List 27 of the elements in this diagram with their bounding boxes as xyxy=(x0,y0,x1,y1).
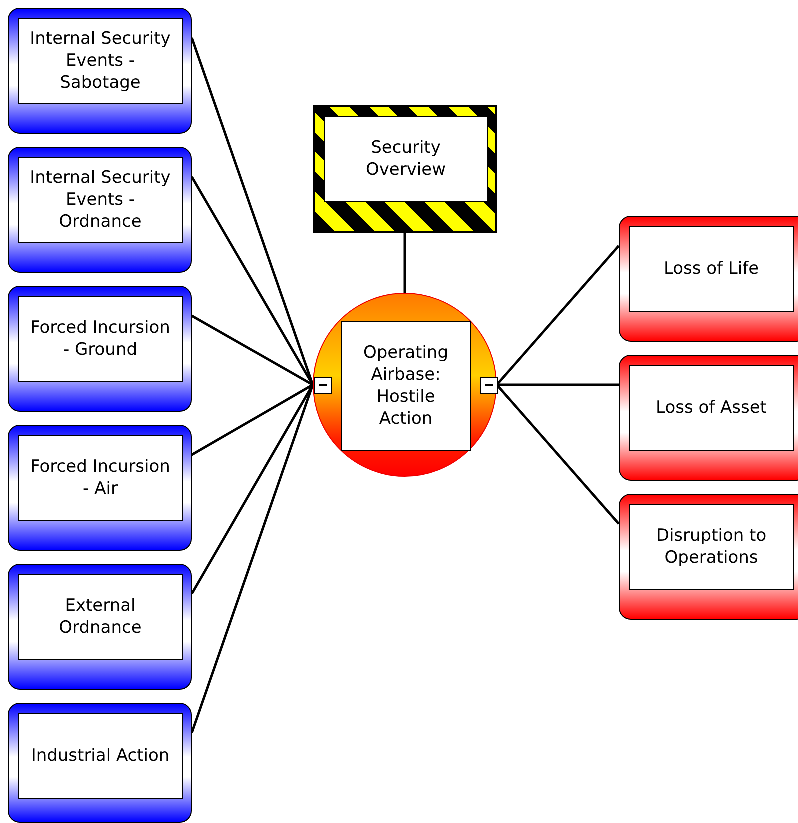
node-label: Loss of Life xyxy=(664,258,760,280)
node-label: Internal Security Events - Sabotage xyxy=(29,28,172,94)
node-label: Internal Security Events - Ordnance xyxy=(29,167,172,233)
connector-line xyxy=(191,314,314,386)
connector-line xyxy=(497,384,619,386)
connector-line xyxy=(496,245,620,386)
node-label: Disruption to Operations xyxy=(655,525,768,569)
cause-box xyxy=(8,147,192,273)
consequence-box xyxy=(619,355,798,481)
connector-line xyxy=(496,384,620,525)
node-label: Security Overview xyxy=(364,137,448,181)
hazard-striped-box xyxy=(313,105,497,233)
node-label: Forced Incursion - Ground xyxy=(30,317,172,361)
cause-box xyxy=(8,703,192,823)
cause-box xyxy=(8,425,192,551)
node-label: Forced Incursion - Air xyxy=(30,456,172,500)
node-label: Operating Airbase: Hostile Action xyxy=(362,342,450,430)
node-label: External Ordnance xyxy=(58,595,143,639)
consequence-box xyxy=(619,494,798,620)
consequence-box xyxy=(619,216,798,342)
node-label: Loss of Asset xyxy=(656,397,767,419)
cause-box xyxy=(8,564,192,690)
cause-box xyxy=(8,286,192,412)
cause-box xyxy=(8,8,192,134)
node-label: Industrial Action xyxy=(31,745,170,767)
connector-line xyxy=(404,233,406,293)
connector-line xyxy=(191,384,314,456)
